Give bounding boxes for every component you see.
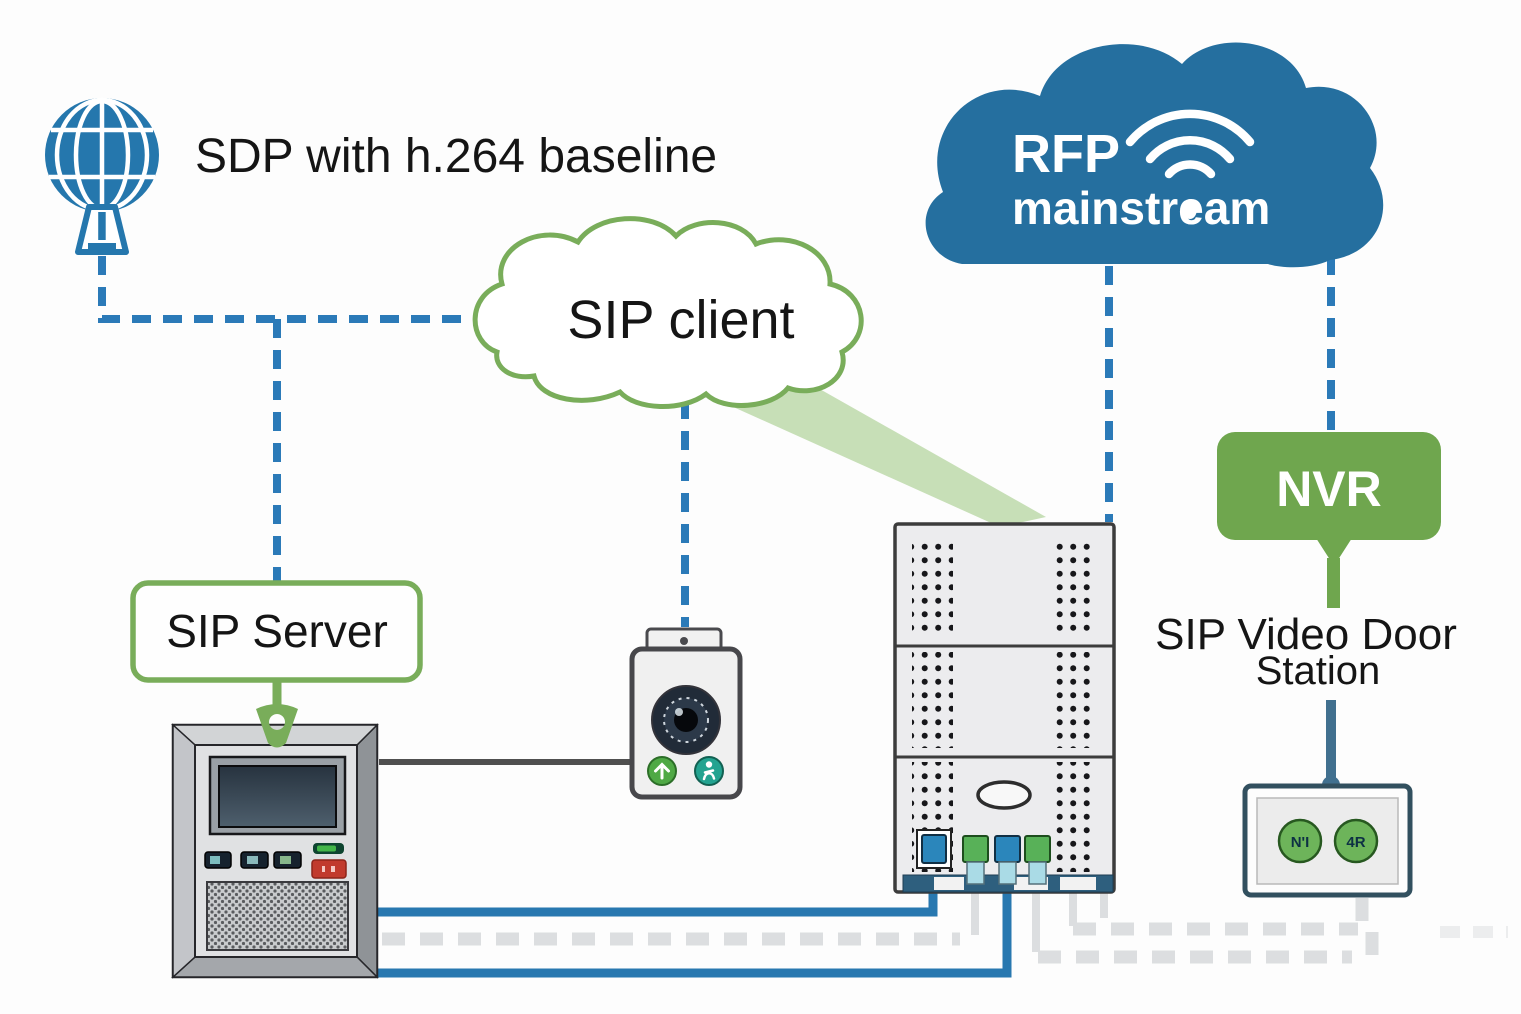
plug-green-1 <box>962 835 989 863</box>
station-button-2[interactable] <box>1333 818 1379 864</box>
hangup-glyph <box>331 866 335 872</box>
frame-bevel-right <box>356 723 378 979</box>
globe-stand-base <box>88 243 116 250</box>
door-station-caption-line2: Station <box>1256 649 1381 693</box>
globe-stand-post <box>98 212 106 240</box>
hangup-key[interactable] <box>311 859 347 879</box>
plug-blue-1 <box>921 834 947 864</box>
door-station-caption: SIP Video Door Station <box>1155 610 1457 693</box>
arrow-up-icon <box>654 762 670 780</box>
down-arrow-icon <box>256 704 298 748</box>
key-2-glyph <box>247 856 258 864</box>
port-blank <box>934 877 964 890</box>
person-icon-body <box>702 769 716 781</box>
sip-server-label: SIP Server <box>166 605 388 657</box>
station-button-1-label: N'I <box>1291 834 1310 851</box>
rfp-title: RFP <box>1012 124 1120 184</box>
dashed-links <box>98 256 1335 627</box>
vent-dots <box>1053 762 1094 872</box>
sip-video-door-station: N'I 4R <box>1242 783 1413 898</box>
status-led-bar <box>317 845 336 852</box>
nvr-label: NVR <box>1276 461 1382 517</box>
vent-dots <box>1053 539 1094 635</box>
sdp-caption: SDP with h.264 baseline <box>195 130 717 183</box>
key-1-glyph <box>210 856 220 864</box>
nvr-stem <box>1327 558 1340 608</box>
blue-cable-lower <box>374 876 1012 978</box>
station-button-2-label: 4R <box>1346 834 1365 851</box>
media-stream-beam <box>700 362 1046 527</box>
plug-blue-2 <box>994 835 1021 863</box>
link-internet-horizontal <box>98 256 471 323</box>
vent-dots <box>912 652 953 748</box>
nvr-box <box>1217 432 1441 540</box>
sip-server-box <box>130 580 423 683</box>
sip-client-node: SIP client <box>472 216 864 410</box>
gray-cabling <box>382 890 1508 964</box>
vent-dots <box>1053 652 1094 748</box>
sip-server-node: SIP Server <box>130 580 423 748</box>
vent-dots <box>912 539 953 635</box>
intercom-keys[interactable] <box>204 843 347 879</box>
wifi-icon <box>1125 109 1255 219</box>
nvr-tail <box>1316 538 1352 566</box>
indoor-intercom <box>171 723 379 979</box>
plug-stem <box>966 861 985 885</box>
rfp-cloud-node: RFP mainstream <box>925 42 1384 268</box>
doorphone-cap-dot <box>680 637 688 645</box>
plug-stem <box>998 861 1017 885</box>
plug-green-2 <box>1024 835 1051 863</box>
camera-dial-marks <box>663 697 709 743</box>
hangup-glyph <box>322 866 325 872</box>
door-station-caption-line1: SIP Video Door <box>1155 610 1457 659</box>
frame-bevel-left <box>172 723 196 979</box>
server-rack <box>893 522 1116 894</box>
rfp-subtitle: mainstream <box>1012 182 1270 234</box>
intercom-screen <box>218 765 337 828</box>
plug-stem <box>1028 861 1047 885</box>
handle-icon <box>976 780 1032 810</box>
speaker-grille <box>206 881 349 951</box>
frame-bevel-bottom <box>171 956 379 978</box>
station-button-1[interactable] <box>1277 818 1323 864</box>
door-phone <box>629 627 743 800</box>
port-blank <box>1060 877 1096 890</box>
globe-icon <box>45 97 159 255</box>
camera-highlight <box>675 708 683 716</box>
key-3-glyph <box>280 856 291 864</box>
sip-client-cloud <box>472 216 864 410</box>
person-icon <box>705 761 713 768</box>
sip-client-label: SIP client <box>567 290 794 350</box>
nvr-node: NVR <box>1217 432 1441 608</box>
